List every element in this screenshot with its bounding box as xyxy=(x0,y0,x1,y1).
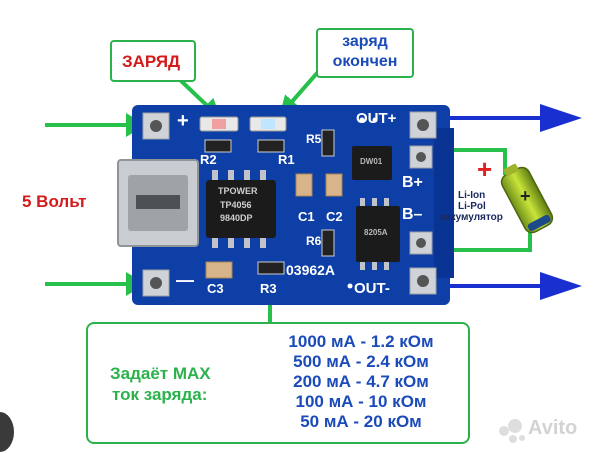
pcb-r5: R5 xyxy=(306,132,322,146)
max-current-label-line2: ток заряда: xyxy=(112,385,208,404)
pcb-r2: R2 xyxy=(200,152,217,167)
edge-shadow xyxy=(0,412,14,452)
charged-label-line1: заряд xyxy=(342,33,388,50)
pcb-out-minus: OUT- xyxy=(354,280,390,297)
output-arrow-bottom xyxy=(430,272,582,300)
battery-label-line2: Li-Pol xyxy=(458,201,486,212)
battery-label-line1: Li-Ion xyxy=(458,190,486,201)
avito-logo-icon xyxy=(499,419,525,443)
avito-watermark: Avito xyxy=(528,417,578,439)
resistor-row-4: 100 мА - 10 кОм xyxy=(295,392,427,411)
input-arrow-top xyxy=(45,113,146,137)
input-arrow-bottom xyxy=(45,272,146,296)
pcb-minus: — xyxy=(176,270,194,290)
resistor-row-3: 200 мА - 4.7 кОм xyxy=(293,372,429,391)
pcb-plus: + xyxy=(177,110,189,132)
charged-label-line2: окончен xyxy=(332,53,398,70)
pcb-c3: C3 xyxy=(207,281,224,296)
pcb-r1: R1 xyxy=(278,152,295,167)
battery-label-line3: аккумулятор xyxy=(440,212,503,223)
chip-marking-3: 9840DP xyxy=(220,213,253,223)
pcb-c1: C1 xyxy=(298,209,315,224)
charging-label: ЗАРЯД xyxy=(122,52,181,71)
pcb-b-plus: B+ xyxy=(402,174,423,191)
pcb-b-minus: B– xyxy=(402,206,423,223)
max-current-box: Задаёт MAX ток заряда: 1000 мА - 1.2 кОм… xyxy=(86,322,470,444)
battery-icon xyxy=(500,163,554,234)
pcb-c2: C2 xyxy=(326,209,343,224)
resistor-row-5: 50 мА - 20 кОм xyxy=(300,412,422,431)
voltage-label: 5 Вольт xyxy=(22,192,87,211)
resistor-table: 1000 мА - 1.2 кОм 500 мА - 2.4 кОм 200 м… xyxy=(266,332,456,432)
mosfet-marking: 8205A xyxy=(364,228,388,237)
battery-cell-plus: + xyxy=(520,186,531,206)
chip-marking-2: TP4056 xyxy=(220,200,252,210)
battery-plus-sign: + xyxy=(477,154,493,184)
protection-chip-marking: DW01 xyxy=(360,157,383,166)
charged-label-box: заряд окончен xyxy=(316,28,414,78)
pcb-r6: R6 xyxy=(306,234,322,248)
resistor-row-2: 500 мА - 2.4 кОм xyxy=(293,352,429,371)
output-arrow-top xyxy=(430,104,582,132)
pcb-out-plus: OUT+ xyxy=(356,110,397,127)
resistor-row-1: 1000 мА - 1.2 кОм xyxy=(288,332,434,351)
pcb-code: 03962A xyxy=(286,262,336,278)
chip-marking-1: TPOWER xyxy=(218,186,258,196)
pcb-r3: R3 xyxy=(260,281,277,296)
charging-label-box: ЗАРЯД xyxy=(110,40,196,82)
max-current-label-line1: Задаёт MAX xyxy=(110,364,211,383)
pcb-board xyxy=(117,105,454,305)
